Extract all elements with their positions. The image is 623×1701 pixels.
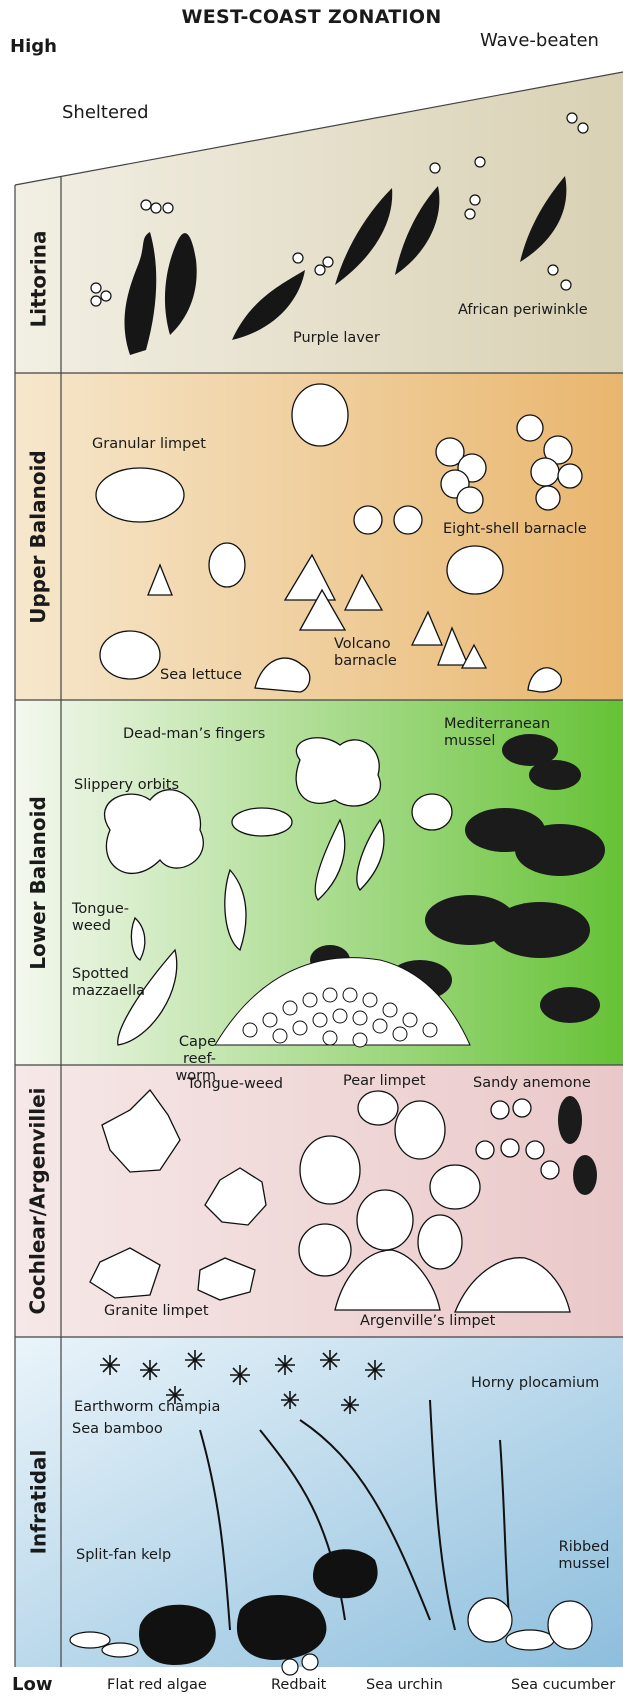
- zone-label-littorina: Littorina: [15, 185, 61, 373]
- label-flat-red-algae: Flat red algae: [107, 1677, 207, 1694]
- label-tongue-weed-lower: Tongue-weed: [72, 901, 124, 935]
- label-earthworm-champia: Earthworm champia: [74, 1399, 220, 1416]
- label-dead-mans-fingers: Dead-man’s fingers: [123, 726, 265, 743]
- label-sandy-anemone: Sandy anemone: [473, 1075, 591, 1092]
- label-pear-limpet: Pear limpet: [343, 1073, 426, 1090]
- zone-label-lower-balanoid: Lower Balanoid: [15, 700, 61, 1065]
- label-ribbed-mussel: Ribbed mussel: [554, 1539, 614, 1573]
- label-argenvilles-limpet: Argenville’s limpet: [360, 1313, 495, 1330]
- label-granular-limpet: Granular limpet: [92, 436, 206, 453]
- zone-name: Lower Balanoid: [26, 796, 50, 970]
- label-african-periwinkle: African periwinkle: [458, 302, 588, 319]
- label-spotted-mazzaella: Spotted mazzaella: [72, 966, 146, 1000]
- label-slippery-orbits: Slippery orbits: [74, 777, 179, 794]
- zone-name: Infratidal: [26, 1450, 50, 1555]
- label-eight-shell-barnacle: Eight-shell barnacle: [443, 521, 587, 538]
- zone-name: Littorina: [26, 231, 50, 328]
- label-horny-plocamium: Horny plocamium: [471, 1375, 599, 1392]
- label-sea-lettuce: Sea lettuce: [160, 667, 242, 684]
- zone-name: Cochlear/Argenvillei: [26, 1087, 50, 1314]
- label-granite-limpet: Granite limpet: [104, 1303, 209, 1320]
- zone-littorina-bg: [15, 72, 623, 373]
- label-volcano-barnacle: Volcano barnacle: [334, 636, 398, 670]
- zone-label-upper-balanoid: Upper Balanoid: [15, 373, 61, 700]
- low-label: Low: [12, 1674, 52, 1695]
- zone-name: Upper Balanoid: [26, 450, 50, 624]
- zone-label-cochlear-argenvillei: Cochlear/Argenvillei: [15, 1065, 61, 1337]
- label-sea-bamboo: Sea bamboo: [72, 1421, 163, 1438]
- label-split-fan-kelp: Split-fan kelp: [76, 1547, 171, 1564]
- label-sea-urchin: Sea urchin: [366, 1677, 443, 1694]
- zone-label-infratidal: Infratidal: [15, 1337, 61, 1667]
- label-sea-cucumber: Sea cucumber: [511, 1677, 615, 1694]
- label-mediterranean-mussel: Mediterranean mussel: [444, 716, 594, 750]
- label-purple-laver: Purple laver: [293, 330, 380, 347]
- label-tongue-weed-cochlear: Tongue-weed: [187, 1076, 283, 1093]
- label-redbait: Redbait: [271, 1677, 326, 1694]
